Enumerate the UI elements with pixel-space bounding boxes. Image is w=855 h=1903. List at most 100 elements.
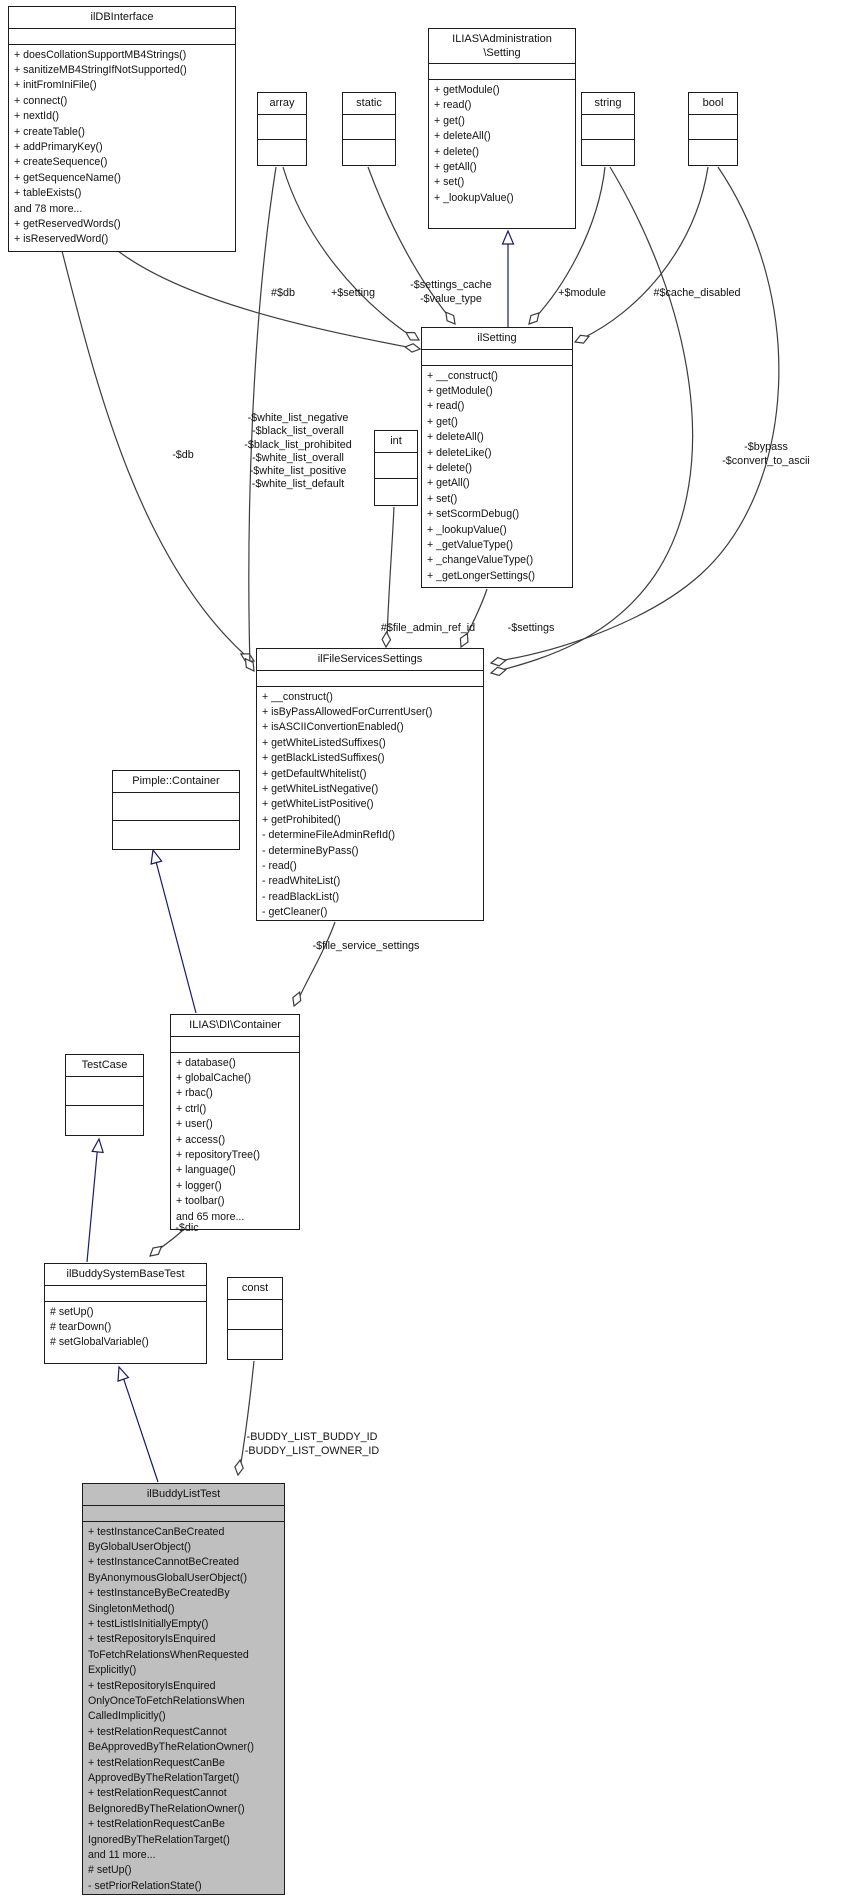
- class-title-line: TestCase: [81, 1059, 128, 1071]
- inheritance-edge: [153, 853, 197, 1014]
- method-line: + testInstanceCanBeCreated: [88, 1525, 225, 1538]
- aggregation-edge: [386, 506, 395, 642]
- class-title-pimple-container: Pimple::Container: [113, 771, 239, 793]
- aggregation-edge: [239, 1360, 255, 1470]
- attributes-compartment: [689, 115, 737, 141]
- method-line: BeIgnoredByTheRelationOwner(): [88, 1802, 245, 1815]
- edge-label-line: -$white_list_default: [251, 478, 345, 491]
- edge-label-line: -$value_type: [420, 293, 482, 305]
- class-title-line: ilFileServicesSettings: [317, 653, 423, 665]
- aggregation-edge: [282, 166, 412, 337]
- method-line: ByAnonymousGlobalUserObject(): [88, 1571, 247, 1584]
- aggregation-diamond: [489, 666, 507, 677]
- attributes-compartment: [258, 115, 306, 141]
- method-line: SingletonMethod(): [88, 1602, 175, 1615]
- method-line: + getAll(): [427, 477, 470, 490]
- class-box-ilfileservicessettings[interactable]: ilFileServicesSettings+ __construct()+ i…: [256, 648, 484, 921]
- edge-label-file-admin-ref-id: #$file_admin_ref_id: [381, 621, 475, 635]
- method-line: + set(): [434, 176, 465, 189]
- methods-compartment: + doesCollationSupportMB4Strings()+ sani…: [9, 45, 235, 252]
- class-box-pimple-container[interactable]: Pimple::Container: [112, 770, 240, 850]
- attributes-compartment: [429, 64, 575, 80]
- class-box-ilsetting[interactable]: ilSetting+ __construct()+ getModule()+ r…: [421, 327, 573, 588]
- edge-label-line: -$file_service_settings: [312, 940, 420, 952]
- method-line: IgnoredByTheRelationTarget(): [88, 1833, 230, 1846]
- method-line: - determineByPass(): [262, 844, 359, 857]
- method-line: + read(): [434, 99, 472, 112]
- class-title-ilbuddylisttest: ilBuddyListTest: [83, 1484, 284, 1506]
- class-box-ilbuddylisttest[interactable]: ilBuddyListTest + testInstanceCanBeCreate…: [82, 1483, 285, 1895]
- method-line: + getProhibited(): [262, 813, 341, 826]
- method-line: + getReservedWords(): [14, 217, 121, 230]
- methods-compartment-empty: [343, 140, 395, 165]
- method-line: # setUp(): [50, 1305, 94, 1318]
- method-line: and 65 more...: [176, 1210, 245, 1223]
- class-title-line: ilBuddyListTest: [146, 1488, 221, 1500]
- class-title-line: string: [594, 97, 622, 109]
- method-line: + testInstanceCannotBeCreated: [88, 1556, 240, 1569]
- method-line: + testRelationRequestCanBe: [88, 1818, 225, 1831]
- aggregation-edge: [497, 166, 694, 672]
- class-title-bool: bool: [689, 93, 737, 115]
- edge-label-line: -$db: [172, 449, 194, 461]
- class-title-string: string: [582, 93, 634, 115]
- class-box-ildbinterface[interactable]: ilDBInterface+ doesCollationSupportMB4St…: [8, 6, 236, 252]
- aggregation-diamond: [528, 311, 540, 325]
- method-line: + deleteAll(): [427, 431, 484, 444]
- class-box-string: string: [581, 92, 635, 166]
- methods-compartment: + getModule()+ read()+ get()+ deleteAll(…: [429, 80, 575, 228]
- method-line: + testRepositoryIsEnquired: [88, 1679, 216, 1692]
- class-title-const: const: [228, 1278, 282, 1300]
- class-title-line: const: [241, 1282, 269, 1294]
- inheritance-edge: [86, 1142, 99, 1263]
- method-line: + user(): [176, 1118, 213, 1131]
- class-box-administration-setting[interactable]: ILIAS\Administration\Setting+ getModule(…: [428, 28, 576, 229]
- edge-label-cache-disabled: #$cache_disabled: [653, 286, 740, 300]
- method-line: + getSequenceName(): [14, 171, 121, 184]
- class-title-line: static: [356, 97, 382, 109]
- aggregation-edge: [61, 250, 247, 657]
- edge-label-line: -$black_list_overall: [252, 425, 344, 438]
- edge-label-line: -$dic: [175, 1222, 199, 1234]
- aggregation-edge: [297, 921, 336, 1001]
- method-line: + setScormDebug(): [427, 508, 520, 521]
- methods-compartment-empty: [689, 140, 737, 165]
- method-line: + sanitizeMB4StringIfNotSupported(): [14, 63, 187, 76]
- method-line: + getDefaultWhitelist(): [262, 767, 367, 780]
- method-line: + _changeValueType(): [427, 554, 534, 567]
- method-line: + __construct(): [427, 369, 498, 382]
- method-line: + __construct(): [262, 690, 333, 703]
- method-line: ToFetchRelationsWhenRequested: [88, 1648, 249, 1661]
- edge-label-file-service-settings: -$file_service_settings: [313, 939, 420, 953]
- edge-label-line: #$cache_disabled: [653, 287, 741, 299]
- method-line: + database(): [176, 1056, 236, 1069]
- methods-compartment-empty: [228, 1330, 282, 1359]
- methods-compartment-empty: [582, 140, 634, 165]
- methods-compartment: # setUp()# tearDown()# setGlobalVariable…: [45, 1302, 206, 1364]
- class-title-line: ilBuddySystemBaseTest: [66, 1268, 185, 1280]
- aggregation-diamond: [244, 657, 255, 673]
- class-box-testcase[interactable]: TestCase: [65, 1054, 144, 1136]
- class-box-di-container[interactable]: ILIAS\DI\Container+ database()+ globalCa…: [170, 1014, 300, 1230]
- method-line: + _lookupValue(): [434, 191, 514, 204]
- class-box-bool: bool: [688, 92, 738, 166]
- attributes-compartment: [582, 115, 634, 141]
- aggregation-diamond: [403, 343, 422, 353]
- class-box-ilbuddysystembasetest[interactable]: ilBuddySystemBaseTest # setUp()# tearDown…: [44, 1263, 207, 1364]
- edge-label-whitelist-members: -$white_list_negative-$black_list_overal…: [244, 412, 351, 492]
- edge-label-buddy-consts: -BUDDY_LIST_BUDDY_ID-BUDDY_LIST_OWNER_ID: [245, 1430, 379, 1458]
- methods-compartment-empty: [113, 821, 239, 849]
- method-line: + ctrl(): [176, 1102, 207, 1115]
- aggregation-edge: [248, 166, 277, 667]
- inheritance-arrowhead: [91, 1137, 104, 1154]
- aggregation-edge: [533, 166, 606, 320]
- method-line: - setPriorRelationState(): [88, 1879, 202, 1892]
- aggregation-diamond: [292, 990, 302, 1008]
- method-line: + getWhiteListPositive(): [262, 798, 374, 811]
- edge-label-bypass-members: -$bypass-$convert_to_ascii: [722, 440, 810, 468]
- edge-label-line: #$db: [270, 287, 296, 299]
- method-line: + testInstanceByBeCreatedBy: [88, 1587, 230, 1600]
- method-line: ApprovedByTheRelationTarget(): [88, 1772, 240, 1784]
- edge-label-settings-cache: -$settings_cache-$value_type: [410, 278, 492, 306]
